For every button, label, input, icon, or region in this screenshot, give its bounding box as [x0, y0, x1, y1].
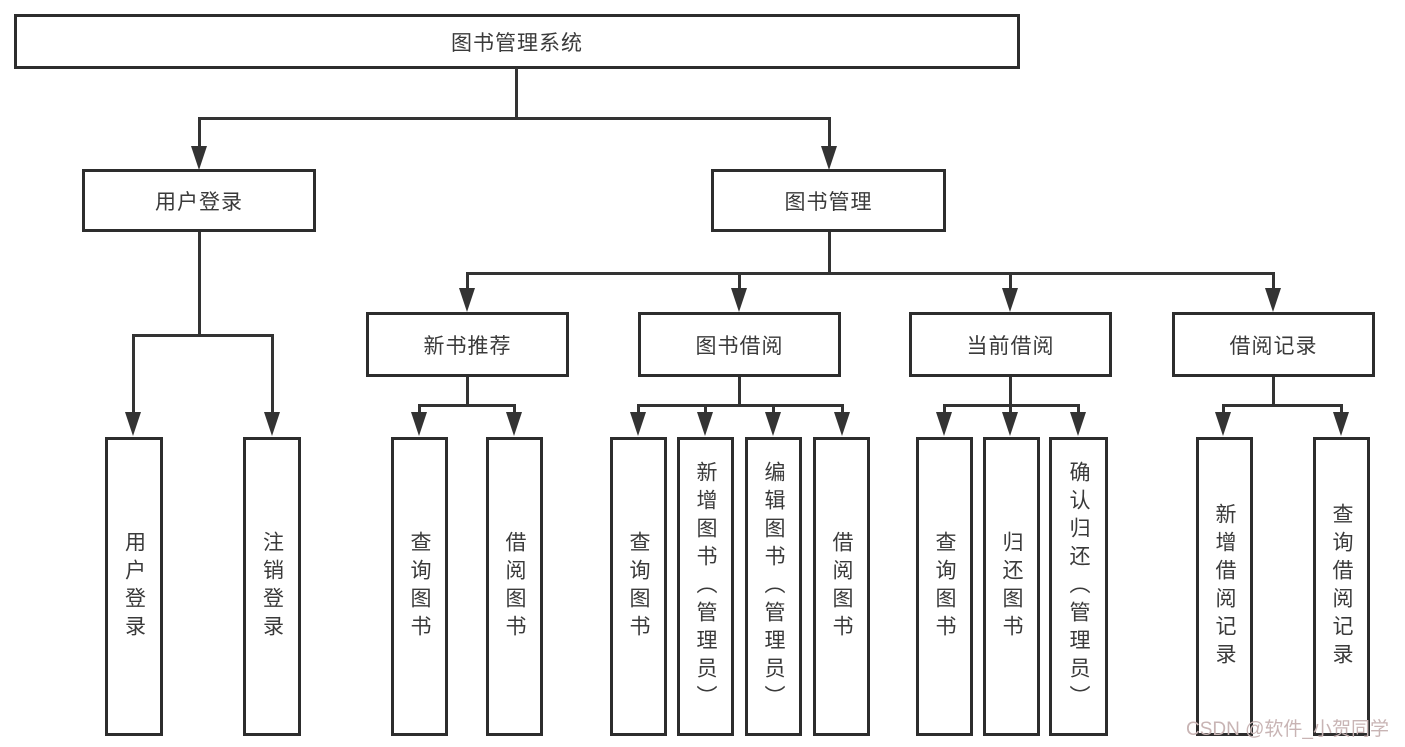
- leaf-borrowing-borrow-books: 借阅图书: [813, 437, 870, 736]
- node-book-borrowing-label: 图书借阅: [695, 334, 784, 358]
- node-user-login-branch-label: 用户登录: [155, 190, 243, 214]
- arrow-down-icon: [264, 412, 280, 436]
- arrow-down-icon: [191, 146, 207, 170]
- leaf-recommend-borrow-books: 借阅图书: [486, 437, 543, 736]
- connector-line: [772, 404, 775, 414]
- leaf-query-borrow-record: 查询借阅记录: [1313, 437, 1370, 736]
- leaf-user-login-label: 用户登录: [122, 530, 146, 643]
- connector-line: [704, 404, 707, 414]
- connector-line: [132, 334, 274, 337]
- connector-line: [1272, 272, 1275, 290]
- csdn-watermark: CSDN @软件_小贺同学: [1186, 719, 1389, 740]
- connector-line: [1009, 404, 1012, 414]
- arrow-down-icon: [1265, 288, 1281, 312]
- connector-line: [418, 404, 516, 407]
- leaf-borrowing-query-books: 查询图书: [610, 437, 667, 736]
- leaf-query-borrow-record-label: 查询借阅记录: [1330, 502, 1353, 671]
- arrow-down-icon: [821, 146, 837, 170]
- connector-line: [466, 272, 1275, 275]
- arrow-down-icon: [697, 412, 713, 436]
- leaf-logout: 注销登录: [243, 437, 301, 736]
- connector-line: [828, 117, 831, 147]
- connector-line: [637, 404, 640, 414]
- leaf-add-books-admin: 新增图书（管理员）: [677, 437, 734, 736]
- connector-line: [1272, 377, 1275, 407]
- connector-line: [738, 272, 741, 290]
- arrow-down-icon: [765, 412, 781, 436]
- arrow-down-icon: [1333, 412, 1349, 436]
- leaf-current-query-books: 查询图书: [916, 437, 973, 736]
- connector-line: [1222, 404, 1343, 407]
- node-root-system-label: 图书管理系统: [451, 31, 583, 55]
- leaf-confirm-return-admin-label: 确认归还（管理员）: [1067, 460, 1090, 713]
- node-current-borrowing-label: 当前借阅: [966, 334, 1055, 358]
- connector-line: [841, 404, 844, 414]
- connector-line: [418, 404, 421, 414]
- connector-line: [738, 377, 741, 407]
- leaf-recommend-query-books: 查询图书: [391, 437, 448, 736]
- leaf-recommend-borrow-books-label: 借阅图书: [503, 530, 526, 643]
- connector-line: [1340, 404, 1343, 414]
- leaf-edit-books-admin: 编辑图书（管理员）: [745, 437, 802, 736]
- leaf-recommend-query-books-label: 查询图书: [408, 530, 431, 643]
- connector-line: [198, 117, 831, 120]
- connector-line: [198, 232, 201, 337]
- connector-line: [828, 232, 831, 274]
- arrow-down-icon: [936, 412, 952, 436]
- node-new-book-recommend-label: 新书推荐: [423, 334, 512, 358]
- connector-line: [1009, 272, 1012, 290]
- arrow-down-icon: [834, 412, 850, 436]
- connector-line: [271, 334, 274, 413]
- arrow-down-icon: [125, 412, 141, 436]
- arrow-down-icon: [506, 412, 522, 436]
- connector-line: [198, 117, 201, 147]
- node-book-management-branch: 图书管理: [711, 169, 946, 232]
- connector-line: [943, 404, 946, 414]
- node-user-login-branch: 用户登录: [82, 169, 316, 232]
- leaf-add-borrow-record: 新增借阅记录: [1196, 437, 1253, 736]
- leaf-edit-books-admin-label: 编辑图书（管理员）: [762, 460, 785, 713]
- leaf-borrowing-query-books-label: 查询图书: [627, 530, 650, 643]
- connector-line: [515, 68, 518, 118]
- node-root-system: 图书管理系统: [14, 14, 1020, 69]
- arrow-down-icon: [459, 288, 475, 312]
- connector-line: [466, 377, 469, 407]
- node-book-borrowing: 图书借阅: [638, 312, 841, 377]
- arrow-down-icon: [1002, 412, 1018, 436]
- arrow-down-icon: [411, 412, 427, 436]
- leaf-logout-label: 注销登录: [260, 530, 284, 643]
- arrow-down-icon: [1002, 288, 1018, 312]
- node-borrowing-records-label: 借阅记录: [1229, 334, 1318, 358]
- connector-line: [132, 334, 135, 413]
- node-book-management-branch-label: 图书管理: [784, 190, 873, 214]
- leaf-confirm-return-admin: 确认归还（管理员）: [1049, 437, 1108, 736]
- arrow-down-icon: [1070, 412, 1086, 436]
- leaf-return-books: 归还图书: [983, 437, 1040, 736]
- leaf-add-books-admin-label: 新增图书（管理员）: [694, 460, 717, 713]
- connector-line: [637, 404, 844, 407]
- connector-line: [513, 404, 516, 414]
- leaf-current-query-books-label: 查询图书: [933, 530, 956, 643]
- leaf-borrowing-borrow-books-label: 借阅图书: [830, 530, 853, 643]
- node-borrowing-records: 借阅记录: [1172, 312, 1375, 377]
- arrow-down-icon: [630, 412, 646, 436]
- node-current-borrowing: 当前借阅: [909, 312, 1112, 377]
- connector-line: [1077, 404, 1080, 414]
- leaf-return-books-label: 归还图书: [1000, 530, 1023, 643]
- node-new-book-recommend: 新书推荐: [366, 312, 569, 377]
- leaf-user-login: 用户登录: [105, 437, 163, 736]
- arrow-down-icon: [731, 288, 747, 312]
- connector-line: [466, 272, 469, 290]
- connector-line: [1009, 377, 1012, 407]
- connector-line: [1222, 404, 1225, 414]
- leaf-add-borrow-record-label: 新增借阅记录: [1213, 502, 1236, 671]
- arrow-down-icon: [1215, 412, 1231, 436]
